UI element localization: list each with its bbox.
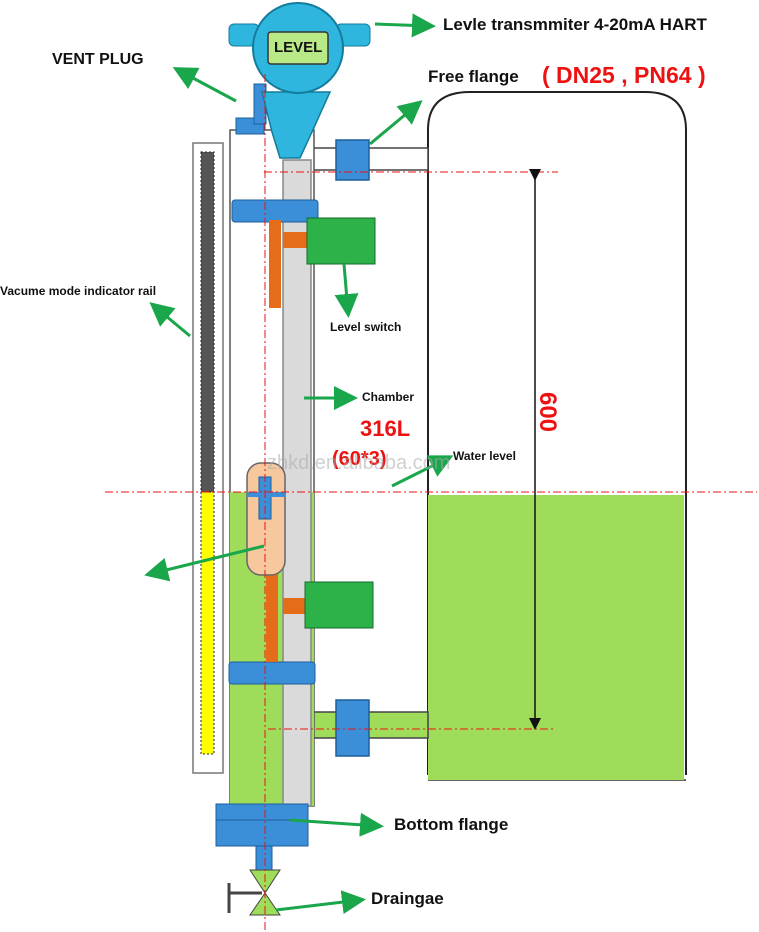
arrow-transmitter: [374, 13, 436, 38]
label-material: 316L: [360, 416, 411, 441]
indicator-rail-yellow: [200, 491, 215, 755]
arrow-float: [144, 544, 265, 582]
upper-clamp: [231, 199, 319, 223]
label-indicator-rail: Vacume mode indicator rail: [0, 284, 157, 298]
arrow-free-flange: [369, 100, 423, 146]
label-chamber: Chamber: [362, 390, 415, 404]
transmitter-display: [267, 31, 329, 65]
label-water-level: Water level: [453, 449, 516, 463]
watermark-text: zhkd.en.alibaba.com: [267, 452, 451, 474]
indicator-rail-dark: [200, 151, 215, 493]
label-drainage: Draingae: [371, 889, 444, 908]
label-vent-plug: VENT PLUG: [52, 51, 144, 68]
lower-free-flange: [335, 699, 370, 757]
arrow-vent-plug: [172, 67, 237, 103]
lower-level-switch: [304, 581, 374, 629]
label-dimension: 600: [534, 391, 562, 433]
float-cross: [247, 492, 285, 497]
label-level-transmitter: Levle transmmiter 4-20mA HART: [443, 15, 707, 34]
label-free-flange: Free flange: [428, 67, 519, 86]
lower-switch-arm: [283, 598, 309, 614]
upper-connection-pipe: [311, 147, 429, 171]
arrow-water-level: [391, 455, 454, 488]
transmitter-display-text: LEVEL: [274, 39, 323, 56]
upper-switch-arm: [283, 232, 309, 248]
arrow-level-switch: [334, 263, 359, 318]
lower-connection-pipe: [311, 711, 429, 739]
label-chamber-size: (60*3): [332, 448, 387, 470]
tank-water: [428, 495, 684, 780]
upper-float-rod: [269, 220, 281, 308]
bottom-flange-upper: [215, 803, 309, 821]
magnetostrictive-probe-tube: [282, 159, 312, 807]
drain-pipe: [255, 845, 273, 871]
lower-float-rod: [266, 560, 278, 662]
arrow-bottom-flange: [289, 812, 384, 837]
upper-level-switch: [306, 217, 376, 265]
lower-clamp: [228, 661, 316, 685]
upper-free-flange: [335, 139, 370, 181]
label-level-switch: Level switch: [330, 320, 402, 334]
arrow-drainage: [275, 890, 366, 915]
tank-outline: [427, 91, 687, 775]
arrow-indicator-rail: [149, 302, 191, 338]
bottom-flange-lower: [215, 819, 309, 847]
transmitter-neck: [261, 91, 332, 159]
label-flange-spec: ( DN25 , PN64 ): [542, 62, 706, 88]
label-bottom-flange: Bottom flange: [394, 815, 509, 834]
vent-stem: [253, 83, 267, 125]
